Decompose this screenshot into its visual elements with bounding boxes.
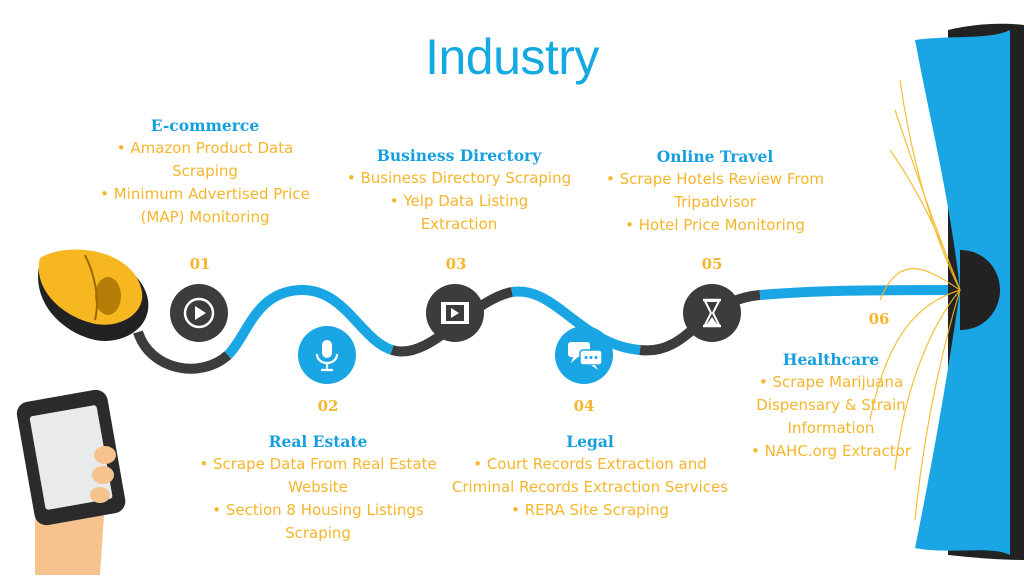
node-01-number: 01	[189, 255, 211, 273]
section-items: Scrape Marijuana Dispensary & Strain Inf…	[738, 371, 924, 463]
section-legal: Legal Court Records Extraction and Crimi…	[440, 432, 740, 522]
section-heading: Business Directory	[376, 146, 542, 165]
section-items: Scrape Data From Real Estate Website Sec…	[180, 453, 456, 545]
microphone-icon	[315, 340, 339, 372]
list-item: Scrape Hotels Review From Tripadvisor	[590, 168, 840, 214]
section-real-estate: Real Estate Scrape Data From Real Estate…	[180, 432, 456, 545]
list-item: Amazon Product Data Scraping	[80, 137, 330, 183]
node-05-icon-circle	[683, 284, 741, 342]
node-04-icon-circle	[555, 326, 613, 384]
section-business-directory: Business Directory Business Directory Sc…	[336, 146, 582, 236]
section-items: Scrape Hotels Review From Tripadvisor Ho…	[590, 168, 840, 237]
section-items: Court Records Extraction and Criminal Re…	[440, 453, 740, 522]
section-healthcare: Healthcare Scrape Marijuana Dispensary &…	[738, 350, 924, 463]
page-title: Industry	[425, 29, 599, 85]
node-02-number: 02	[317, 397, 339, 415]
node-03-number: 03	[445, 255, 467, 273]
section-ecommerce: E-commerce Amazon Product Data Scraping …	[80, 116, 330, 229]
list-item: Minimum Advertised Price (MAP) Monitorin…	[80, 183, 330, 229]
play-icon	[183, 297, 215, 329]
hourglass-icon	[703, 298, 721, 328]
chat-icon	[568, 342, 603, 370]
section-heading: Online Travel	[656, 147, 774, 166]
mouse-illustration	[38, 249, 149, 341]
book-illustration	[869, 23, 1024, 560]
section-heading: Real Estate	[268, 432, 368, 451]
list-item: Hotel Price Monitoring	[590, 214, 840, 237]
node-03-icon-circle	[426, 284, 484, 342]
phone-illustration	[16, 389, 126, 575]
list-item: Business Directory Scraping	[336, 167, 582, 190]
section-heading: Legal	[566, 432, 614, 451]
section-online-travel: Online Travel Scrape Hotels Review From …	[590, 147, 840, 237]
list-item: Yelp Data Listing Extraction	[336, 190, 582, 236]
node-04-number: 04	[573, 397, 595, 415]
section-heading: Healthcare	[782, 350, 880, 369]
list-item: Scrape Marijuana Dispensary & Strain Inf…	[738, 371, 924, 440]
section-items: Business Directory Scraping Yelp Data Li…	[336, 167, 582, 236]
node-06-number: 06	[868, 310, 890, 328]
film-icon	[441, 302, 469, 324]
list-item: Section 8 Housing Listings Scraping	[180, 499, 456, 545]
section-items: Amazon Product Data Scraping Minimum Adv…	[80, 137, 330, 229]
node-05-number: 05	[701, 255, 723, 273]
node-01-icon-circle	[170, 284, 228, 342]
node-02-icon-circle	[298, 326, 356, 384]
section-heading: E-commerce	[150, 116, 260, 135]
list-item: NAHC.org Extractor	[738, 440, 924, 463]
list-item: Scrape Data From Real Estate Website	[180, 453, 456, 499]
list-item: Court Records Extraction and Criminal Re…	[440, 453, 740, 499]
list-item: RERA Site Scraping	[440, 499, 740, 522]
